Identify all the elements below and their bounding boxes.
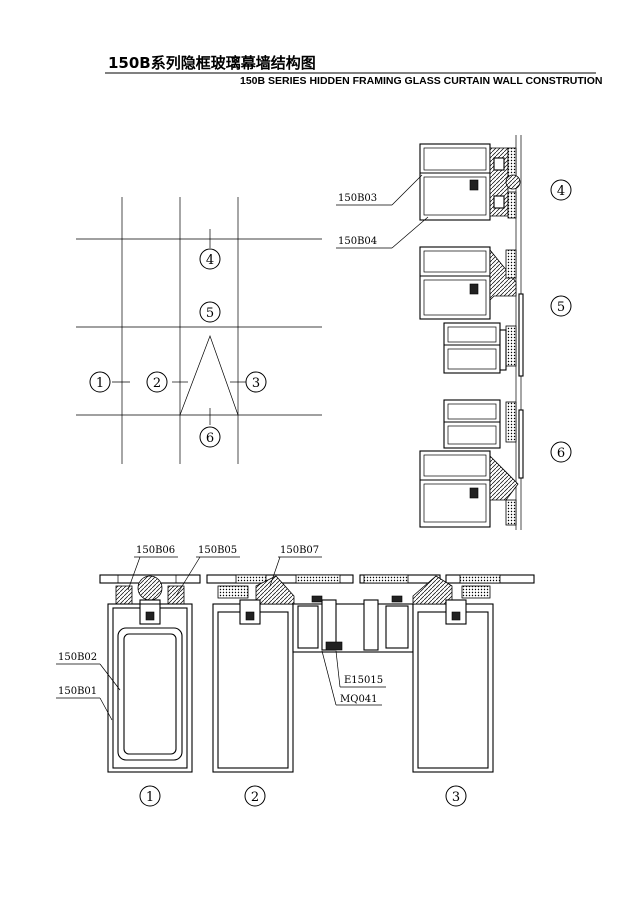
- section-marker-6: 6: [550, 441, 572, 463]
- section-marker-3: 3: [445, 785, 467, 807]
- horizontal-section: 150B06 150B05 150B07 150B02 150B01 E1501…: [56, 545, 535, 807]
- svg-text:6: 6: [206, 431, 214, 446]
- section-2-mullion: [212, 575, 295, 773]
- grid-marker-3: 3: [245, 371, 267, 393]
- label-150B01: 150B01: [58, 686, 97, 697]
- section-marker-4: 4: [550, 179, 572, 201]
- vertical-section: 150B03 150B04 4 5 6: [336, 135, 572, 530]
- section-5-joint: [419, 246, 524, 377]
- title-chinese: 150B系列隐框玻璃幕墙结构图: [108, 54, 316, 72]
- middle-adapter: [292, 595, 414, 653]
- section-marker-5: 5: [550, 295, 572, 317]
- label-150B03: 150B03: [338, 193, 377, 204]
- label-150B02: 150B02: [58, 652, 97, 663]
- title-english: 150B SERIES HIDDEN FRAMING GLASS CURTAIN…: [240, 75, 602, 87]
- label-MQ041: MQ041: [340, 694, 378, 705]
- svg-text:2: 2: [153, 376, 161, 391]
- svg-text:5: 5: [206, 306, 214, 321]
- svg-text:3: 3: [452, 790, 460, 805]
- section-triangle: [179, 334, 239, 416]
- grid-marker-4: 4: [199, 248, 221, 270]
- label-E15015: E15015: [344, 675, 383, 686]
- grid-marker-2: 2: [146, 371, 168, 393]
- label-150B07: 150B07: [280, 545, 319, 556]
- svg-text:5: 5: [557, 300, 565, 315]
- label-150B06: 150B06: [136, 545, 175, 556]
- svg-text:4: 4: [206, 253, 214, 268]
- section-3-mullion: [412, 575, 494, 773]
- label-150B04: 150B04: [338, 236, 377, 247]
- section-1-mullion: [107, 575, 193, 773]
- grid-marker-1: 1: [89, 371, 111, 393]
- svg-text:1: 1: [96, 376, 104, 391]
- svg-text:3: 3: [252, 376, 260, 391]
- grid-marker-6: 6: [199, 426, 221, 448]
- svg-text:2: 2: [251, 790, 259, 805]
- svg-text:1: 1: [146, 790, 154, 805]
- grid-marker-5: 5: [199, 301, 221, 323]
- svg-text:4: 4: [557, 184, 565, 199]
- section-marker-2: 2: [244, 785, 266, 807]
- svg-text:6: 6: [557, 446, 565, 461]
- label-150B05: 150B05: [198, 545, 237, 556]
- elevation-grid: 4 5 6 1 2 3: [76, 197, 322, 464]
- section-6-sill: [419, 399, 524, 528]
- section-marker-1: 1: [139, 785, 161, 807]
- section-4-transom: [419, 143, 521, 221]
- title-block: 150B系列隐框玻璃幕墙结构图 150B SERIES HIDDEN FRAMI…: [105, 54, 602, 87]
